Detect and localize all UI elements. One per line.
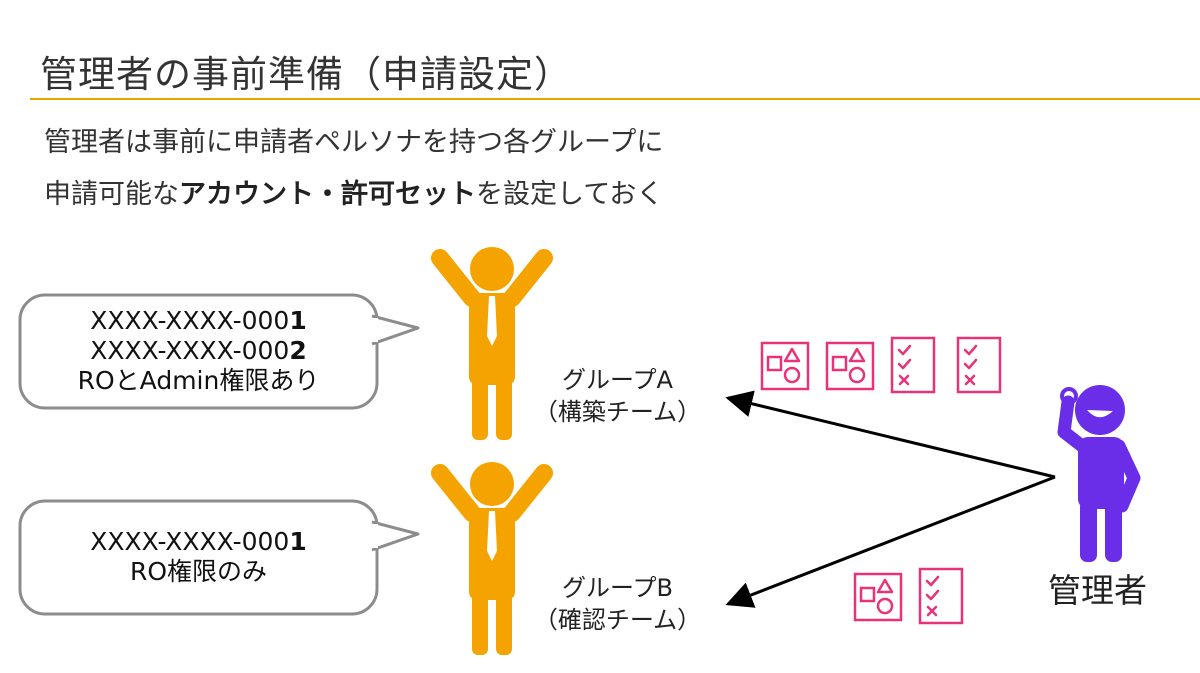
account-prefix: XXXX-XXXX-000 — [90, 527, 290, 556]
checklist-icon — [956, 336, 1002, 394]
shapes-icon — [825, 341, 875, 391]
group-a-person-icon — [431, 247, 553, 440]
group-a-permissions: ROとAdmin権限あり — [77, 366, 320, 395]
group-a-callout-bubble — [18, 293, 420, 410]
group-b-permissions: RO権限のみ — [129, 557, 268, 586]
shapes-icon — [760, 341, 810, 391]
subtitle-line-2-prefix: 申請可能な — [44, 179, 179, 210]
subtitle-line-1: 管理者は事前に申請者ペルソナを持つ各グループに — [44, 127, 664, 158]
account-suffix: 2 — [289, 336, 307, 365]
arrow-to-group-b — [725, 475, 1056, 608]
account-suffix: 1 — [289, 527, 307, 556]
group-a-account-1: XXXX-XXXX-0001 — [20, 306, 377, 336]
shapes-icon — [853, 572, 903, 622]
subtitle-line-2-bold: アカウント・許可セット — [179, 179, 476, 210]
account-prefix: XXXX-XXXX-000 — [90, 336, 290, 365]
group-b-label: グループB （確認チーム） — [530, 572, 705, 636]
group-a-name: グループA — [562, 366, 673, 394]
admin-label: 管理者 — [1048, 571, 1147, 610]
group-a-callout: XXXX-XXXX-0001 XXXX-XXXX-0002 ROとAdmin権限… — [20, 306, 377, 396]
title-divider — [30, 98, 1200, 100]
admin-person-icon — [1057, 385, 1141, 562]
account-prefix: XXXX-XXXX-000 — [90, 306, 290, 335]
group-b-team: （確認チーム） — [533, 606, 702, 634]
group-b-callout: XXXX-XXXX-0001 RO権限のみ — [20, 527, 377, 587]
arrow-to-group-a — [725, 390, 1056, 479]
subtitle-line-2-suffix: を設定しておく — [476, 179, 664, 210]
page-title: 管理者の事前準備（申請設定） — [40, 53, 572, 96]
group-b-name: グループB — [561, 574, 674, 602]
group-b-account-1: XXXX-XXXX-0001 — [20, 527, 377, 557]
group-a-label: グループA （構築チーム） — [530, 364, 705, 428]
group-a-team: （構築チーム） — [533, 398, 702, 426]
subtitle-line-2: 申請可能なアカウント・許可セットを設定しておく — [44, 172, 663, 211]
checklist-icon — [890, 336, 936, 394]
group-b-person-icon — [431, 462, 553, 655]
account-suffix: 1 — [289, 306, 307, 335]
group-b-callout-bubble — [18, 499, 420, 616]
checklist-icon — [918, 567, 964, 625]
group-a-account-2: XXXX-XXXX-0002 — [20, 336, 377, 366]
